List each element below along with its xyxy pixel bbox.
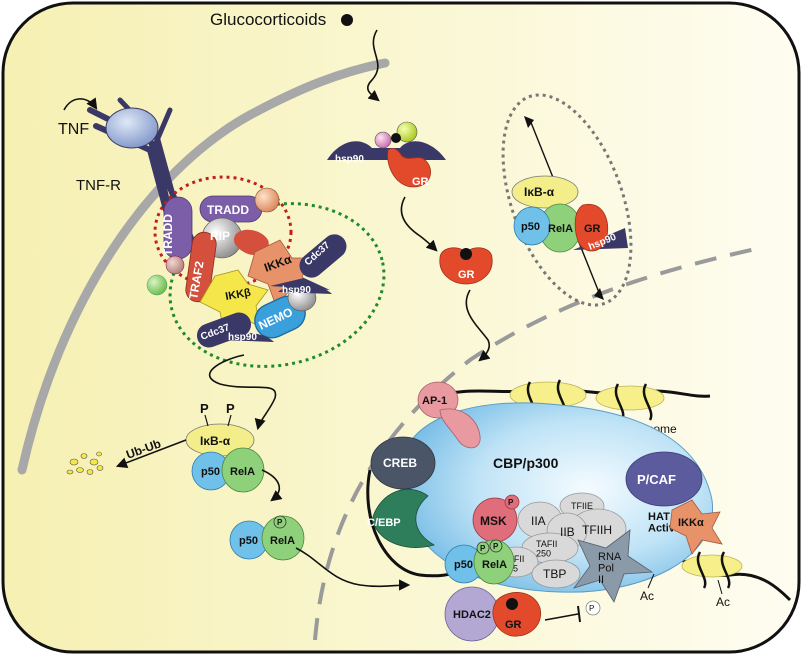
p-rela-nuc-1-label: P bbox=[480, 544, 486, 553]
tnf-ligand bbox=[105, 107, 159, 149]
ap1-factor bbox=[417, 381, 481, 449]
nfkb-nuclear bbox=[444, 539, 515, 585]
tnf-adaptor-complex bbox=[146, 187, 280, 303]
creb-factor bbox=[370, 436, 436, 490]
rna-pol-ii bbox=[572, 529, 654, 603]
ikb-complex-gr-label: GR bbox=[584, 223, 601, 235]
p50-cyto-label: p50 bbox=[201, 466, 220, 478]
msk-label: MSK bbox=[480, 514, 507, 528]
gr-hsp90-complex bbox=[327, 121, 446, 188]
nfkb-free bbox=[229, 515, 305, 561]
gr-nuclear-import-arrow bbox=[465, 289, 491, 362]
ubiquitin-degradation-arrow bbox=[115, 439, 187, 469]
pcaf-label: P/CAF bbox=[637, 472, 676, 487]
hsp90-receptor-b-label: hsp90 bbox=[228, 332, 257, 343]
ikb-complex-p50-label: p50 bbox=[521, 221, 540, 233]
phospho-p1-label: P bbox=[200, 401, 209, 416]
hsp90-receptor-a-label: hsp90 bbox=[282, 285, 311, 296]
hsp90-cyto-label: hsp90 bbox=[335, 154, 364, 165]
glucocorticoid-molecule bbox=[341, 14, 353, 26]
gr-free-label: GR bbox=[458, 269, 475, 281]
nfkb-nuclear-import-arrow bbox=[295, 547, 411, 591]
ikk-beta-label: IKKβ bbox=[224, 287, 252, 303]
p-msk-label: P bbox=[508, 498, 514, 507]
glucocorticoid-entry-arrow bbox=[367, 29, 380, 102]
ac-2-label: Ac bbox=[716, 595, 730, 609]
proteasome-fragments bbox=[66, 451, 104, 475]
ikk-complex-outline bbox=[168, 202, 386, 368]
cbp-p300-label: CBP/p300 bbox=[493, 455, 559, 471]
p-rela-free-label: P bbox=[277, 518, 283, 527]
ikb-complex-ikb-label: IκB-α bbox=[524, 185, 555, 199]
tradd-1-label: TRADD bbox=[161, 214, 175, 256]
tbp-label: TBP bbox=[543, 567, 566, 581]
hdac2-label: HDAC2 bbox=[453, 609, 491, 621]
gr-free bbox=[439, 247, 493, 285]
rip-label: RIP bbox=[210, 229, 230, 243]
rela-nuc-label: RelA bbox=[482, 559, 507, 571]
ikb-nfkb-cytoplasm bbox=[185, 423, 265, 493]
gr-nuclear bbox=[492, 592, 542, 637]
pcaf-factor bbox=[625, 451, 703, 507]
ap1-label: AP-1 bbox=[422, 395, 447, 407]
tradd-2-label: TRADD bbox=[207, 203, 249, 217]
ikk-alpha-nuc-label: IKKα bbox=[678, 517, 704, 529]
gr-release-arrow bbox=[400, 196, 438, 252]
rela-cyto-label: RelA bbox=[230, 466, 255, 478]
glucocorticoids-label: Glucocorticoids bbox=[210, 10, 326, 29]
p-pol-label: P bbox=[589, 604, 594, 613]
tfiih-label: TFIIH bbox=[582, 523, 612, 537]
ac-1-label: Ac bbox=[640, 589, 654, 603]
gr-cyto-label: GR bbox=[412, 176, 429, 188]
iia-label: IIA bbox=[531, 514, 546, 528]
phospho-p2-label: P bbox=[226, 401, 235, 416]
plasma-membrane bbox=[17, 58, 390, 475]
cebp-label: C/EBP bbox=[367, 517, 401, 529]
cebp-factor bbox=[371, 488, 435, 548]
creb-label: CREB bbox=[383, 456, 417, 470]
tfiie-label: TFIIE bbox=[571, 501, 593, 511]
nfkb-release-arrow bbox=[261, 469, 283, 502]
ikb-gr-complex bbox=[511, 175, 628, 253]
gr-nuc-label: GR bbox=[505, 619, 522, 631]
tnf-label: TNF bbox=[58, 121, 89, 138]
ikk-phosphorylation-arrow bbox=[208, 354, 277, 431]
ikb-complex-rela-label: RelA bbox=[548, 223, 573, 235]
ikk-alpha-nuclear bbox=[669, 499, 723, 555]
traf2-label: TRAF2 bbox=[186, 260, 207, 301]
rela-free-label: RelA bbox=[270, 535, 295, 547]
p50-nuc-label: p50 bbox=[454, 559, 473, 571]
ikb-cyto-label: IκB-α bbox=[200, 434, 231, 448]
p50-free-label: p50 bbox=[239, 535, 258, 547]
tnf-r-label: TNF-R bbox=[76, 177, 121, 194]
receptor-complex-outline bbox=[153, 175, 293, 289]
p-rela-nuc-2-label: P bbox=[493, 542, 499, 551]
pol-phospho-site bbox=[585, 600, 601, 616]
iib-label: IIB bbox=[560, 525, 575, 539]
gr-repression-line bbox=[544, 613, 579, 621]
ikk-complex bbox=[196, 234, 347, 348]
tnf-binding-arrow bbox=[63, 97, 98, 111]
nuclear-envelope bbox=[313, 246, 761, 641]
